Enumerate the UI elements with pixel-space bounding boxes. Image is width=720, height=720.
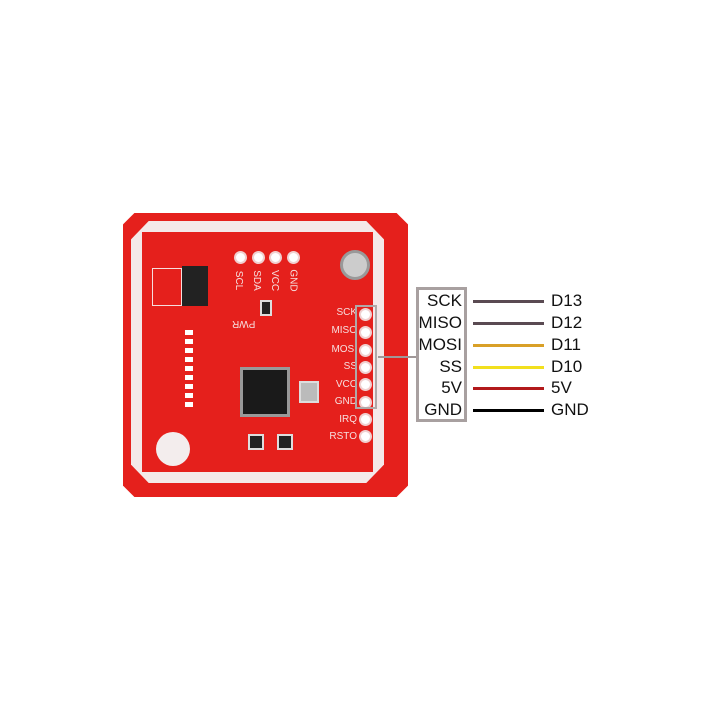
silk-ss: SS (343, 361, 357, 372)
spi-pad (359, 361, 372, 374)
silk-miso: MISO (331, 325, 357, 336)
module-pin-label: GND (424, 400, 462, 419)
module-pin-label: MOSI (418, 335, 462, 354)
controller-chip (240, 367, 290, 417)
side-pad-row (185, 330, 193, 410)
silk-gnd: GND (287, 269, 299, 292)
arduino-pin-label: 5V (551, 378, 572, 397)
spi-pin-highlight (355, 305, 377, 409)
component (277, 434, 293, 450)
silk-gnd2: GND (334, 396, 357, 407)
arduino-pin-label: D10 (551, 357, 583, 376)
component (248, 434, 264, 450)
silk-mosi: MOSI (331, 344, 357, 355)
arduino-pin-label: D13 (551, 291, 583, 310)
wire-miso (473, 322, 544, 325)
callout-line (378, 356, 416, 358)
silk-scl: SCL (233, 270, 245, 291)
module-pin-label: MISO (418, 313, 462, 332)
i2c-pad (252, 251, 265, 264)
wire-mosi (473, 344, 544, 347)
silk-sck: SCK (336, 307, 357, 318)
spi-pad (359, 308, 372, 321)
mode-table (152, 268, 182, 306)
arduino-pin-label: D11 (551, 335, 581, 354)
regulator (260, 300, 272, 316)
mode-switch (182, 266, 208, 306)
silk-vcc2: VCC (335, 379, 357, 390)
silk-rsto: RSTO (329, 431, 357, 442)
arduino-pin-label: D12 (551, 313, 583, 332)
spi-pad (359, 344, 372, 357)
silk-pwr: PWR (232, 318, 256, 329)
mounting-hole (340, 250, 370, 280)
silk-sda: SDA (250, 270, 262, 291)
silk-vcc: VCC (269, 269, 281, 292)
module-pin-label: 5V (441, 378, 462, 397)
spi-pad (359, 378, 372, 391)
wire-ss (473, 366, 544, 369)
mounting-hole (156, 432, 190, 466)
i2c-pad (287, 251, 300, 264)
antenna-loop (131, 221, 384, 483)
spi-pad (359, 413, 372, 426)
wire-gnd (473, 409, 544, 412)
module-pin-label: SCK (427, 291, 462, 310)
crystal (299, 381, 319, 403)
wire-sck (473, 300, 544, 303)
module-pin-label: SS (439, 357, 462, 376)
silk-irq: IRQ (339, 414, 357, 425)
wire-5v (473, 387, 544, 390)
i2c-pad (269, 251, 282, 264)
spi-pad (359, 430, 372, 443)
arduino-pin-label: GND (551, 400, 589, 419)
pin-mapping-box (416, 287, 467, 422)
spi-pad (359, 326, 372, 339)
i2c-pad (234, 251, 247, 264)
